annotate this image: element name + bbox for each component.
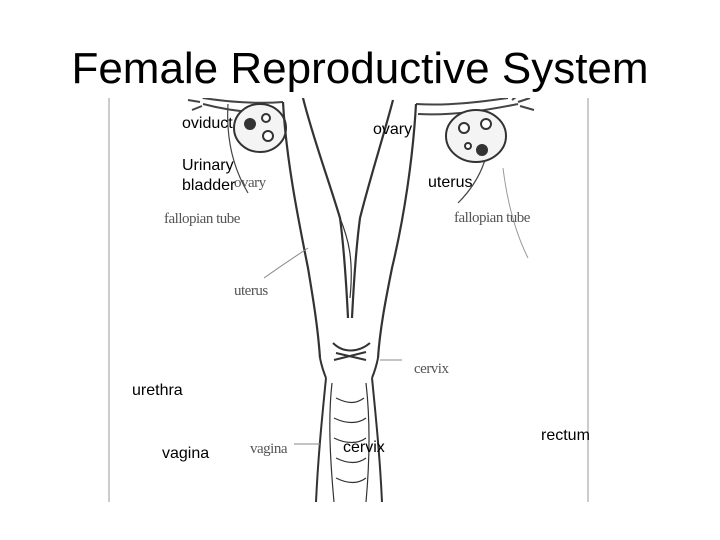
diagram-pointer-lines (263, 247, 402, 445)
image-label-cervix: cervix (414, 361, 449, 377)
label-urethra: urethra (132, 382, 183, 399)
cervix-drawing (319, 342, 379, 379)
label-vagina: vagina (162, 445, 210, 462)
uterus-drawing (281, 98, 418, 359)
left-ovary-drawing (233, 103, 287, 153)
label-cervix: cervix (343, 439, 385, 456)
image-label-ovary: ovary (234, 175, 267, 191)
label-ovary: ovary (373, 121, 413, 138)
image-label-vagina: vagina (250, 441, 288, 457)
image-label-fallopian-tube-left: fallopian tube (164, 211, 241, 227)
label-uterus: uterus (428, 174, 473, 191)
image-label-uterus: uterus (234, 283, 268, 299)
label-urinary-bladder: Urinary bladder (182, 156, 252, 196)
right-ovary-drawing (445, 109, 507, 163)
label-oviduct: oviduct (182, 115, 233, 132)
vagina-drawing (315, 377, 383, 502)
slide-title: Female Reproductive System (71, 44, 649, 93)
reproductive-diagram-image: ovary fallopian tube fallopian tube uter… (108, 98, 590, 502)
image-label-fallopian-tube-right: fallopian tube (454, 210, 531, 226)
label-rectum: rectum (541, 427, 590, 444)
label-urinary-bladder-text: Urinary bladder (182, 157, 236, 194)
right-ovary-pointer (502, 167, 529, 259)
